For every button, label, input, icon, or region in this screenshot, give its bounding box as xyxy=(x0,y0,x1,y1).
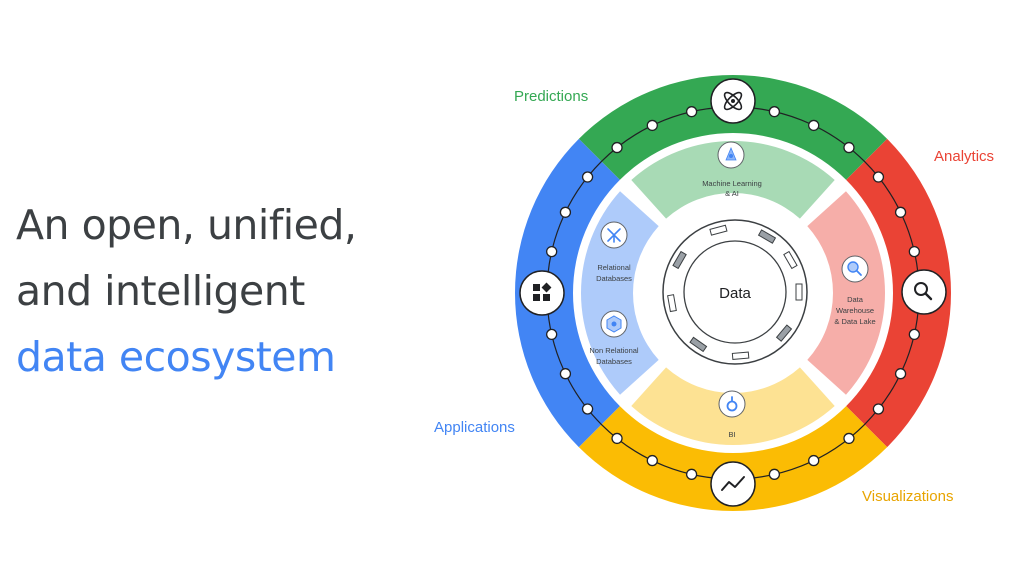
data-ring-block xyxy=(783,250,798,270)
visualizations-label: Visualizations xyxy=(862,488,953,505)
headline-line-3: data ecosystem xyxy=(16,333,336,381)
databases-segment xyxy=(581,191,659,395)
orbit-dot xyxy=(843,141,855,154)
orbit-dot xyxy=(768,468,781,480)
orbit-dot xyxy=(611,141,623,154)
relational-db-icon xyxy=(600,221,628,249)
analytics-label: Analytics xyxy=(934,148,994,165)
orbit-dot xyxy=(894,368,907,380)
outer-ring xyxy=(515,75,951,512)
orbit-dot xyxy=(546,245,558,258)
search-icon xyxy=(901,269,947,315)
apps-grid-icon xyxy=(519,270,565,316)
data-ring-block xyxy=(689,336,708,353)
analytics-segment xyxy=(846,138,951,448)
warehouse-segment xyxy=(807,191,886,395)
orbit-dot xyxy=(685,468,698,480)
orbit-dot xyxy=(559,206,572,218)
predictions-segment xyxy=(578,75,888,180)
headline-line-1: An open, unified, xyxy=(16,201,357,249)
data-ring-block xyxy=(757,229,777,244)
predictions-label: Predictions xyxy=(514,88,588,105)
nonrelational-label-1: Non Relational xyxy=(589,346,639,355)
ml-label-2: & AI xyxy=(725,189,739,198)
data-ring-block xyxy=(795,283,803,301)
orbit-dot xyxy=(646,119,658,132)
orbit-dot xyxy=(581,403,594,415)
orbit-dot xyxy=(908,245,920,258)
warehouse-label-2: Warehouse xyxy=(836,306,874,315)
ml-ai-icon xyxy=(717,141,745,169)
headline: An open, unified, and intelligent data e… xyxy=(16,192,357,390)
data-ring-block xyxy=(709,224,728,236)
center-label: Data xyxy=(719,285,751,302)
headline-line-2: and intelligent xyxy=(16,267,305,315)
orbit-dot xyxy=(646,454,658,467)
bi-label: BI xyxy=(728,430,735,439)
orbit-dot xyxy=(559,368,572,380)
data-ring-block xyxy=(667,294,677,313)
orbit-dot xyxy=(872,403,885,415)
orbit-dot xyxy=(908,328,920,341)
orbit-dot xyxy=(581,171,594,183)
orbit-dot xyxy=(768,106,781,118)
nonrelational-db-icon xyxy=(600,310,628,338)
ml-label-1: Machine Learning xyxy=(702,179,762,188)
orbit-dot xyxy=(546,328,558,341)
atom-icon xyxy=(710,78,756,124)
orbit-dot xyxy=(808,454,820,467)
data-ring-block xyxy=(775,324,793,342)
warehouse-label-3: & Data Lake xyxy=(834,317,875,326)
visualizations-segment xyxy=(578,406,888,512)
orbit-dot xyxy=(843,432,855,445)
ml-ai-segment xyxy=(631,141,835,219)
orbit-dot xyxy=(611,432,623,445)
nonrelational-label-2: Databases xyxy=(596,357,632,366)
applications-label: Applications xyxy=(434,419,515,436)
warehouse-magnifier-icon xyxy=(841,255,869,283)
orbit-dot xyxy=(685,106,698,118)
data-ring-block xyxy=(672,250,687,270)
relational-label-2: Databases xyxy=(596,274,632,283)
orbit-dot xyxy=(872,171,885,183)
trend-line-icon xyxy=(710,461,756,507)
orbit-dot xyxy=(894,206,907,218)
data-ring xyxy=(662,219,808,365)
warehouse-label-1: Data xyxy=(847,295,864,304)
data-ring-block xyxy=(731,351,750,360)
relational-label-1: Relational xyxy=(597,263,631,272)
orbit-dots xyxy=(546,106,920,480)
applications-segment xyxy=(515,138,620,448)
orbit-dot xyxy=(808,119,820,132)
bi-icon xyxy=(718,390,746,418)
